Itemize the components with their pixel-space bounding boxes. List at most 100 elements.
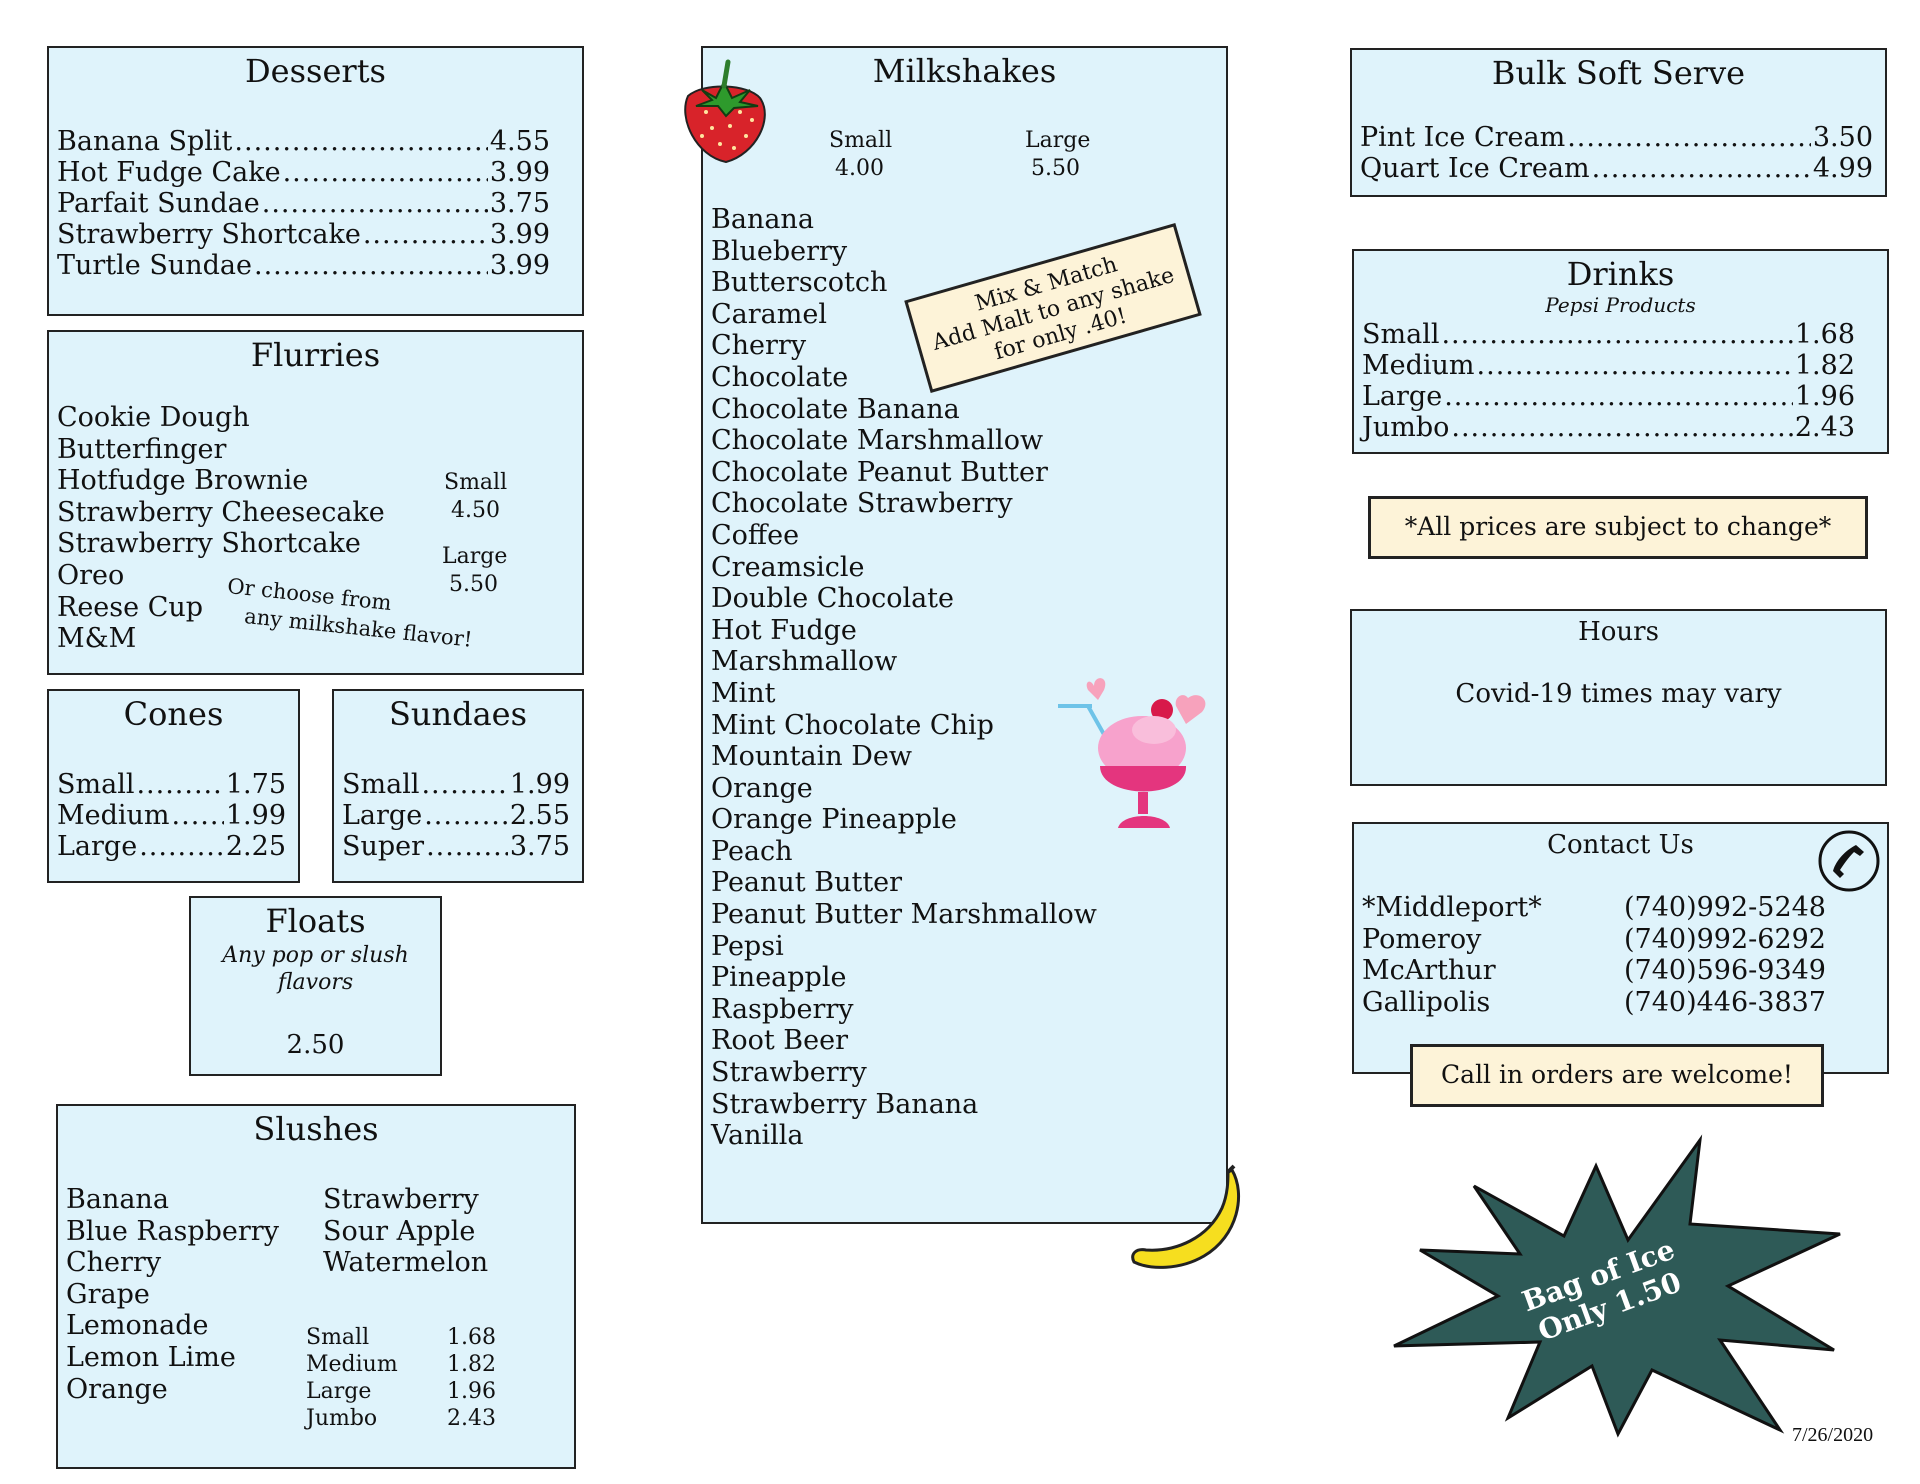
dessert-item-name: Strawberry Shortcake xyxy=(57,219,361,250)
slush-item: Banana xyxy=(66,1184,169,1215)
flurry-item: Reese Cup xyxy=(57,591,204,623)
cone-item-name: Large xyxy=(57,831,138,862)
milkshake-flavor-item: Raspberry xyxy=(711,993,854,1025)
milkshakes-small-price: 4.00 xyxy=(835,156,884,181)
slush-size-row: Medium 1.82 xyxy=(306,1351,496,1378)
dot-leader xyxy=(254,250,488,281)
phone-number[interactable]: (740)992-5248 xyxy=(1624,892,1826,923)
drink-item-name: Small xyxy=(1362,319,1440,350)
slush-item: Grape xyxy=(66,1278,150,1310)
drink-item-price: 1.68 xyxy=(1794,319,1855,350)
milkshake-flavor-item: Butterscotch xyxy=(711,267,888,299)
hours-text: Covid-19 times may vary xyxy=(1455,679,1782,709)
milkshake-flavor-item: Mountain Dew xyxy=(711,741,912,773)
floats-subtitle-line2: flavors xyxy=(277,970,354,995)
location-name: Pomeroy xyxy=(1362,923,1482,955)
milkshake-flavor-item: Vanilla xyxy=(711,1120,804,1152)
sundae-row: Super3.75 xyxy=(342,831,570,862)
flurry-item: M&M xyxy=(57,623,137,655)
dot-leader xyxy=(262,188,488,219)
dot-leader xyxy=(139,831,224,862)
drink-item-name: Large xyxy=(1362,381,1443,412)
flurries-small-price: 4.50 xyxy=(451,498,500,523)
dot-leader xyxy=(1567,122,1811,153)
dot-leader xyxy=(283,157,488,188)
phone-number[interactable]: (740)992-6292 xyxy=(1624,923,1826,955)
phone-number[interactable]: (740)446-3837 xyxy=(1624,986,1826,1018)
slush-size-price: 1.82 xyxy=(447,1352,496,1377)
cone-row: Large 2.25 xyxy=(57,831,286,862)
sundae-item-name: Super xyxy=(342,831,425,862)
location-name: Gallipolis xyxy=(1362,986,1491,1018)
milkshakes-large-label: Large xyxy=(1025,128,1091,153)
flurry-item: Strawberry Cheesecake xyxy=(57,496,385,528)
contact-row: Pomeroy (740)992-6292 xyxy=(1362,924,1842,956)
cone-row: Small 1.75 xyxy=(57,769,286,800)
slush-size-price: 2.43 xyxy=(447,1406,496,1431)
milkshake-flavor-item: Marshmallow xyxy=(711,646,898,678)
dot-leader xyxy=(1592,153,1811,184)
bulk-item-price: 3.50 xyxy=(1812,122,1873,153)
desserts-title: Desserts xyxy=(245,52,386,90)
drink-item-price: 1.82 xyxy=(1794,350,1855,381)
milkshake-flavor-item: Pineapple xyxy=(711,962,847,994)
bulk-item-name: Pint Ice Cream xyxy=(1360,122,1566,153)
dessert-item-name: Banana Split xyxy=(57,126,233,157)
hours-title: Hours xyxy=(1578,617,1659,647)
sundaes-title: Sundaes xyxy=(388,695,528,733)
sundae-item-name: Large xyxy=(342,800,423,831)
banana-icon xyxy=(1131,1164,1240,1269)
print-date: 7/26/2020 xyxy=(1792,1424,1874,1446)
dot-leader xyxy=(1477,350,1793,381)
dot-leader xyxy=(1441,319,1792,350)
dot-leader xyxy=(1444,381,1793,412)
slush-item: Strawberry xyxy=(323,1184,479,1215)
drink-item-name: Medium xyxy=(1362,350,1475,381)
milkshake-flavor-item: Blueberry xyxy=(711,235,848,267)
bulk-row: Quart Ice Cream4.99 xyxy=(1360,153,1873,184)
slush-item: Lemonade xyxy=(66,1310,209,1342)
dot-leader xyxy=(1451,412,1793,443)
dessert-item-price: 3.99 xyxy=(489,157,550,188)
drinks-subtitle: Pepsi Products xyxy=(1545,293,1696,317)
milkshake-flavor-item: Creamsicle xyxy=(711,551,865,583)
flurries-small-label: Small xyxy=(444,470,508,495)
flurry-item: Strawberry Shortcake xyxy=(57,528,361,560)
dessert-item-price: 3.75 xyxy=(489,188,550,219)
milkshake-flavor-item: Strawberry Banana xyxy=(711,1088,979,1120)
slush-size-name: Jumbo xyxy=(306,1406,378,1431)
milkshake-flavor-item: Caramel xyxy=(711,298,827,330)
dessert-row: Hot Fudge Cake 3.99 xyxy=(57,157,550,188)
slush-item: Orange xyxy=(66,1373,168,1405)
phone-number[interactable]: (740)596-9349 xyxy=(1624,955,1826,987)
sundae-icon xyxy=(1058,678,1206,828)
floats-panel: Floats Any pop or slush flavors 2.50 xyxy=(189,896,442,1076)
dessert-item-name: Hot Fudge Cake xyxy=(57,157,281,188)
slush-size-price: 1.68 xyxy=(447,1325,496,1350)
slush-size-name: Medium xyxy=(306,1352,398,1377)
milkshake-flavor-item: Peanut Butter xyxy=(711,867,903,899)
bulk-item-name: Quart Ice Cream xyxy=(1360,153,1590,184)
cone-item-price: 1.75 xyxy=(225,769,286,800)
dot-leader xyxy=(234,126,487,157)
milkshake-flavor-item: Pepsi xyxy=(711,930,784,962)
cone-item-name: Small xyxy=(57,769,135,800)
cones-title: Cones xyxy=(123,695,224,733)
dessert-item-price: 3.99 xyxy=(489,250,550,281)
milkshake-flavor-item: Banana xyxy=(711,204,814,235)
dot-leader xyxy=(424,800,508,831)
milkshake-flavor-item: Coffee xyxy=(711,519,800,551)
milkshake-flavor-item: Peanut Butter Marshmallow xyxy=(711,899,1097,931)
location-name: McArthur xyxy=(1362,955,1496,987)
milkshake-flavor-item: Root Beer xyxy=(711,1025,848,1057)
dessert-row: Banana Split4.55 xyxy=(57,126,550,157)
cone-item-price: 2.25 xyxy=(225,831,286,862)
milkshakes-small-label: Small xyxy=(829,128,893,153)
milkshake-flavor-item: Cherry xyxy=(711,330,807,362)
location-name: *Middleport* xyxy=(1362,892,1542,923)
